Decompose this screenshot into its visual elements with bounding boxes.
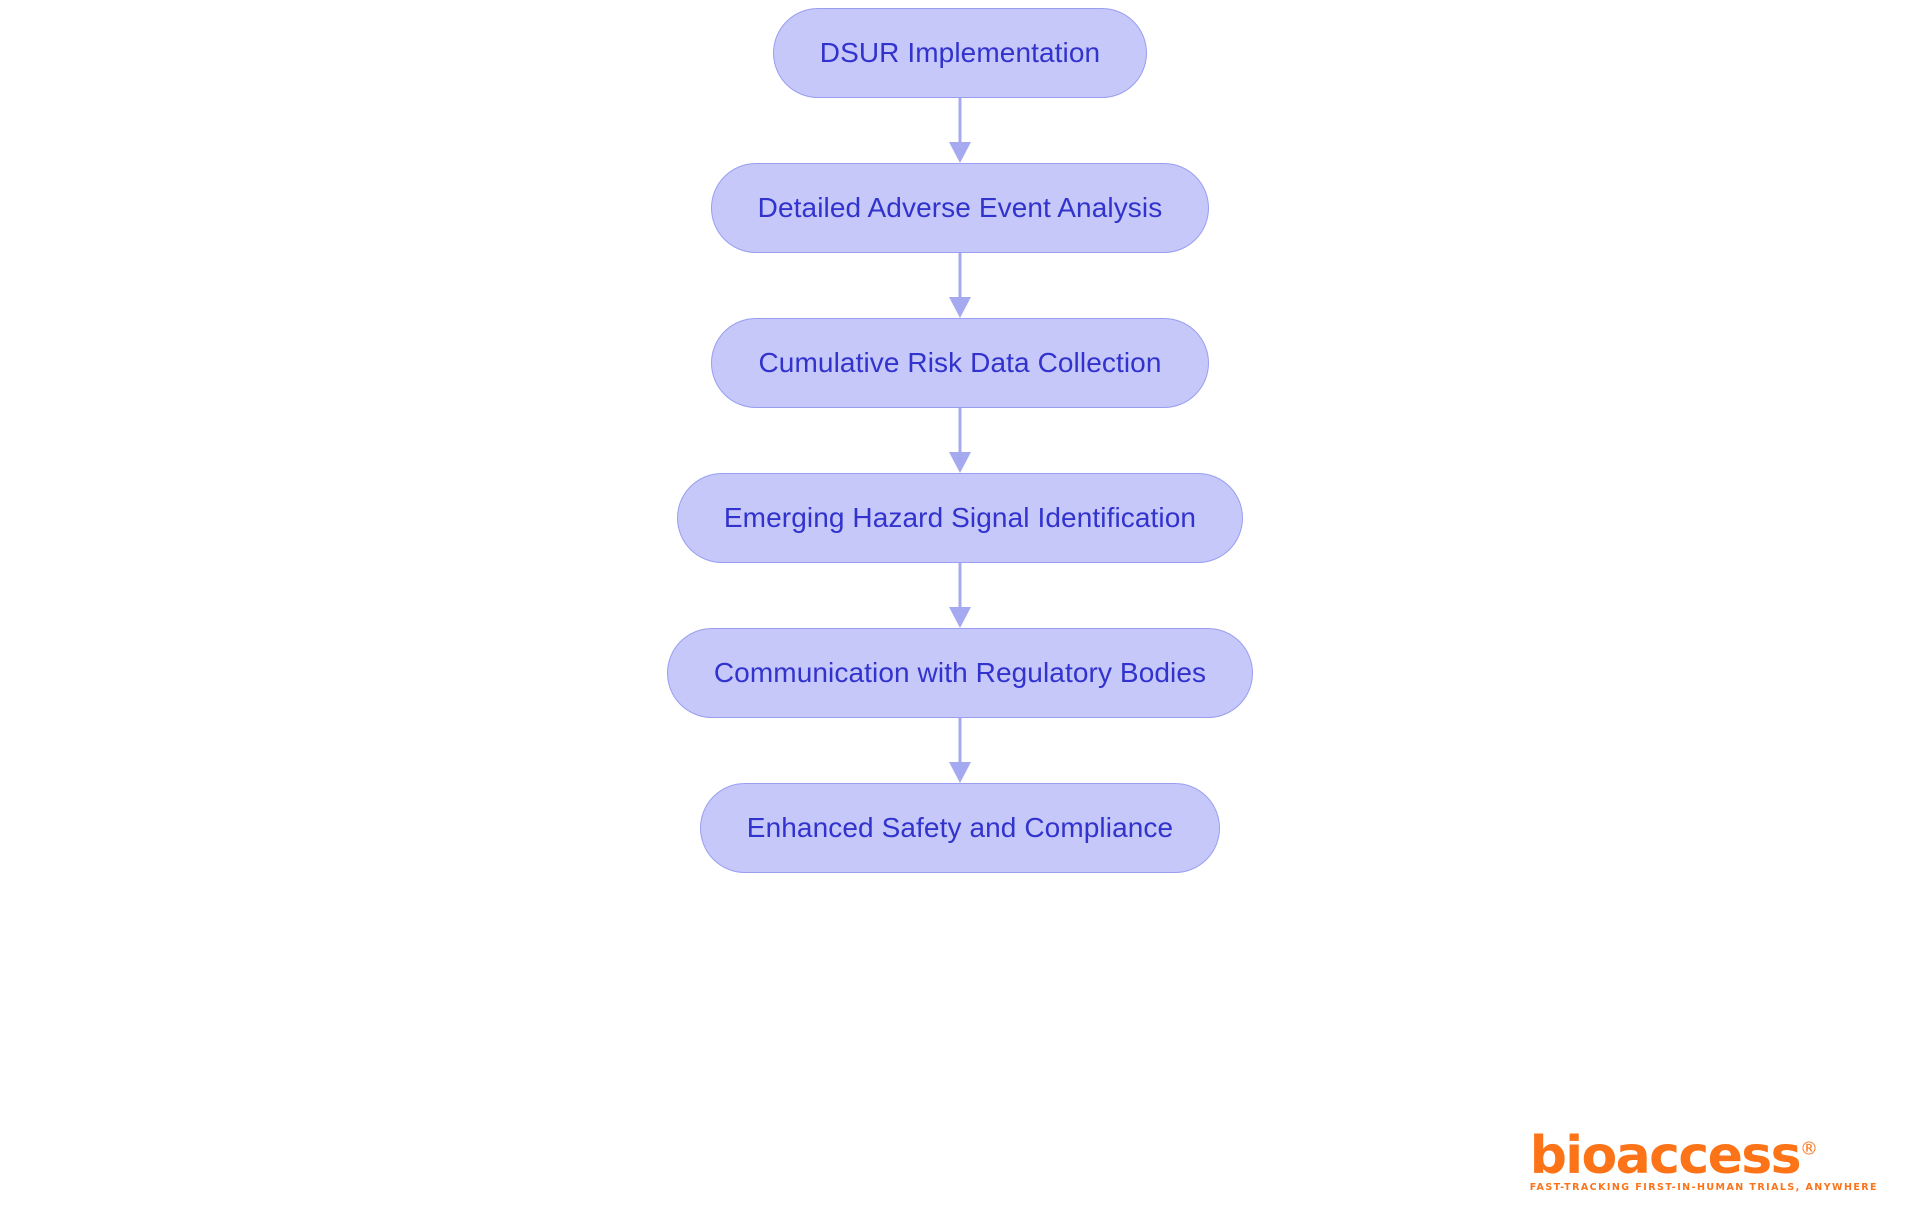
- connector-line: [958, 563, 962, 611]
- connector-line: [958, 718, 962, 766]
- flow-connector-5: [947, 718, 973, 783]
- flow-node-cumulative-risk-data-collection[interactable]: Cumulative Risk Data Collection: [711, 318, 1209, 408]
- logo-tagline: FAST-TRACKING FIRST-IN-HUMAN TRIALS, ANY…: [1529, 1182, 1878, 1193]
- arrow-down-icon: [949, 142, 971, 163]
- top-spacer: [960, 0, 961, 8]
- arrow-down-icon: [949, 452, 971, 473]
- connector-line: [958, 253, 962, 301]
- arrow-down-icon: [949, 607, 971, 628]
- flow-node-label: Emerging Hazard Signal Identification: [723, 502, 1197, 533]
- arrow-down-icon: [949, 762, 971, 783]
- arrow-down-icon: [949, 297, 971, 318]
- flow-node-label: Detailed Adverse Event Analysis: [757, 192, 1163, 223]
- registered-trademark-icon: ®: [1799, 1138, 1818, 1160]
- flow-node-label: Enhanced Safety and Compliance: [746, 812, 1174, 843]
- flowchart-node-column: DSUR Implementation Detailed Adverse Eve…: [666, 0, 1254, 873]
- logo-wordmark-text: bioaccess®: [1530, 1130, 1818, 1182]
- flow-node-label: Cumulative Risk Data Collection: [758, 347, 1162, 378]
- logo-wordmark-label: bioaccess: [1529, 1125, 1802, 1186]
- flow-node-label: Communication with Regulatory Bodies: [713, 657, 1207, 688]
- connector-line: [958, 408, 962, 456]
- flow-node-label: DSUR Implementation: [819, 37, 1101, 68]
- flow-connector-2: [947, 253, 973, 318]
- flow-connector-4: [947, 563, 973, 628]
- flow-connector-1: [947, 98, 973, 163]
- flow-node-detailed-adverse-event-analysis[interactable]: Detailed Adverse Event Analysis: [710, 163, 1210, 253]
- bioaccess-logo: bioaccess® FAST-TRACKING FIRST-IN-HUMAN …: [1529, 1130, 1878, 1193]
- flow-node-enhanced-safety-and-compliance[interactable]: Enhanced Safety and Compliance: [699, 783, 1221, 873]
- flow-connector-3: [947, 408, 973, 473]
- flow-node-communication-with-regulatory-bodies[interactable]: Communication with Regulatory Bodies: [666, 628, 1254, 718]
- flow-node-dsur-implementation[interactable]: DSUR Implementation: [772, 8, 1148, 98]
- connector-line: [958, 98, 962, 146]
- flow-node-emerging-hazard-signal-identification[interactable]: Emerging Hazard Signal Identification: [676, 473, 1244, 563]
